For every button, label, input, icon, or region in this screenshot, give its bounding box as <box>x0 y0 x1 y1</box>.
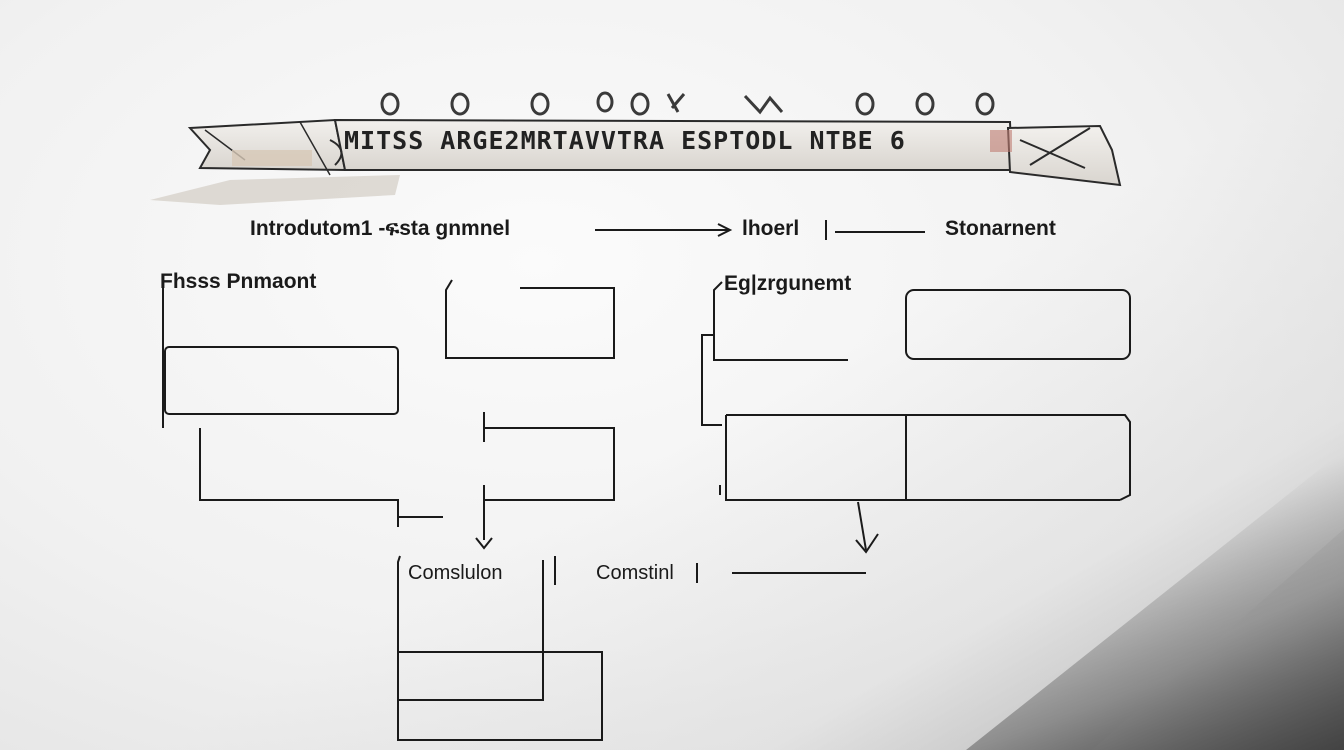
conclusion-boxes <box>397 555 866 741</box>
top-flow-arrows <box>595 220 925 240</box>
banner-rings <box>380 91 995 116</box>
middle-section-boxes <box>445 279 615 550</box>
right-section-boxes <box>701 281 1131 554</box>
right-section-label: Eg|zrgunemt <box>724 272 852 295</box>
consting-label: Comstinl <box>596 562 674 584</box>
conclusion-label: Comslulon <box>408 562 503 584</box>
introduction-label: Introdutom1 -ፍsta gnmnel <box>250 217 511 240</box>
banner-title: MITSS ARGE2MRTAVVTRA ESPTODL NTBE 6 <box>344 126 906 155</box>
banner-ribbon <box>150 118 1122 205</box>
middle-top-label: lhoerl <box>742 217 800 240</box>
left-section-label: Fhsss Pnmaont <box>160 270 317 293</box>
right-top-label: Stonarnent <box>945 217 1056 240</box>
left-section-boxes <box>162 280 443 527</box>
